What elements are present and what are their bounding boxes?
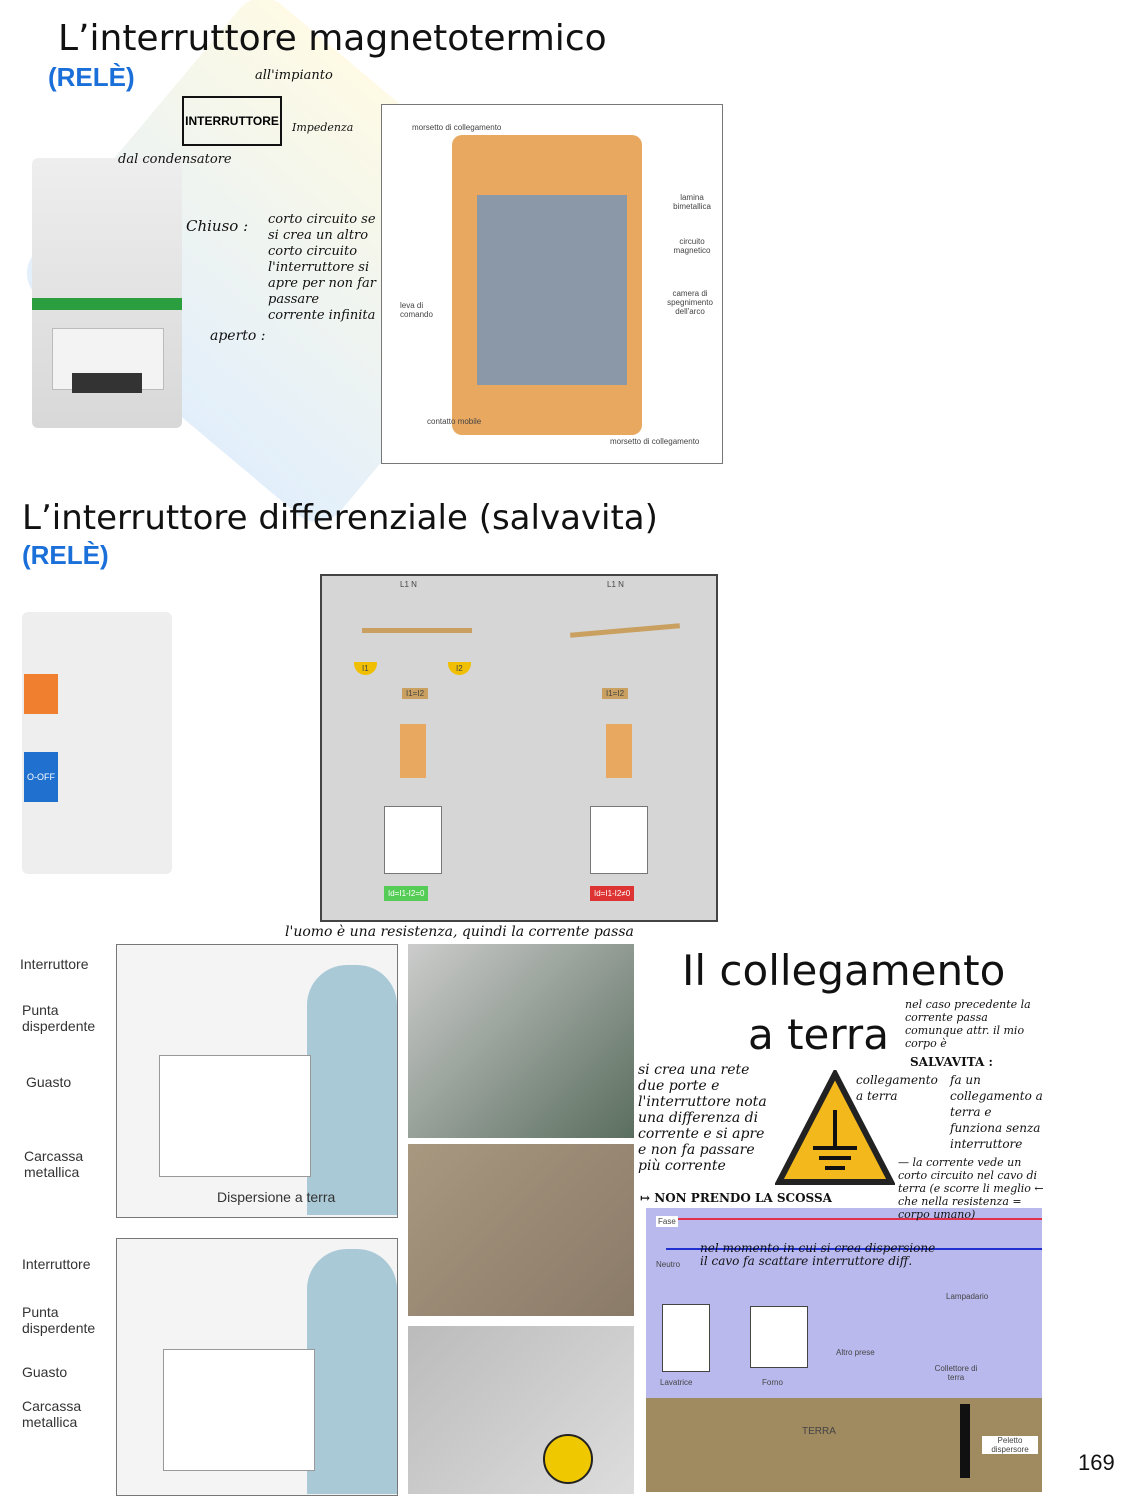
- page-number: 169: [1078, 1450, 1115, 1475]
- fault-figure-a: Dispersione a terra: [116, 944, 398, 1218]
- wiring-label: Fase: [656, 1216, 678, 1227]
- label: Punta disperdente: [22, 1002, 96, 1034]
- wiring-label: Neutro: [656, 1260, 681, 1269]
- section1-title: L’interruttore magnetotermico: [58, 18, 607, 59]
- wiring-label: Lavatrice: [660, 1378, 693, 1387]
- note-bottom: nel momento in cui si crea dispersione i…: [700, 1241, 936, 1268]
- wiring-label: TERRA: [802, 1426, 836, 1437]
- label: Guasto: [26, 1074, 72, 1090]
- rcd-toggle: O-OFF: [24, 752, 58, 802]
- label: Interruttore: [22, 1256, 91, 1272]
- diagram-label: morsetto di collegamento: [610, 437, 700, 446]
- diagram-label: lamina bimetallica: [673, 193, 711, 211]
- diagram-label: camera di spegnimento dell'arco: [667, 289, 713, 316]
- line-labels: L1 N: [607, 580, 624, 589]
- diagram-label: contatto mobile: [427, 417, 482, 426]
- sketch-chiuso-text: corto circuito se si crea un altro corto…: [268, 212, 376, 323]
- diagram-label: morsetto di collegamento: [412, 123, 502, 132]
- note-right-2: SALVAVITA :: [910, 1055, 993, 1069]
- balance-eq: I1=I2: [602, 688, 629, 699]
- section1-note: (RELÈ): [48, 62, 135, 92]
- sketch-chiuso: Chiuso :: [186, 217, 249, 235]
- wiring-label: Forno: [762, 1378, 783, 1387]
- label: Carcassa metallica: [22, 1398, 82, 1430]
- note-left-2: ↦ NON PRENDO LA SCOSSA: [640, 1191, 832, 1205]
- section2-title: L’interruttore differenziale (salvavita): [22, 498, 658, 538]
- earthing-title-2: a terra: [748, 1010, 889, 1059]
- earthing-title-1: Il collegamento: [682, 946, 1006, 995]
- earth-warning-sign-icon: [775, 1070, 895, 1185]
- ground-photo-3: [408, 1326, 634, 1494]
- diagram-label: circuito magnetico: [673, 237, 711, 255]
- cutaway-diagram: morsetto di collegamento lamina bimetall…: [381, 104, 723, 464]
- label: Interruttore: [20, 956, 89, 972]
- fault-figure-b: [116, 1238, 398, 1496]
- status-ok: Id=I1-I2=0: [384, 886, 429, 901]
- i2-pan: I2: [448, 662, 471, 675]
- sketch-aperto: aperto :: [210, 328, 266, 344]
- note-right-5: — la corrente vede un corto circuito nel…: [898, 1156, 1044, 1221]
- note-left: si crea una rete due porte e l'interrutt…: [638, 1062, 767, 1174]
- line-labels: L1 N: [400, 580, 417, 589]
- sketch-interruttore-box: INTERRUTTORE: [182, 96, 282, 146]
- wiring-diagram: Fase Neutro Lampadario Altro prese Lavat…: [646, 1208, 1042, 1492]
- wiring-label: Collettore di terra: [934, 1364, 978, 1382]
- ground-photo-2: [408, 1144, 634, 1316]
- diagram-label: leva di comando: [400, 301, 433, 319]
- section2-note: (RELÈ): [22, 540, 109, 570]
- label: Punta disperdente: [22, 1304, 96, 1336]
- human-resistance-note: l'uomo è una resistenza, quindi la corre…: [285, 924, 634, 940]
- label: Guasto: [22, 1364, 68, 1380]
- breaker-photo: [32, 158, 182, 428]
- label: Carcassa metallica: [24, 1148, 84, 1180]
- status-fault: Id=I1-I2≠0: [590, 886, 635, 901]
- sketch-impedenza: Impedenza: [292, 121, 354, 134]
- wiring-label: Lampadario: [946, 1292, 989, 1301]
- rcd-photo: O-OFF: [22, 612, 172, 874]
- sketch-condensatore: dal condensatore: [118, 152, 232, 167]
- figure-caption: Dispersione a terra: [217, 1189, 336, 1205]
- note-right-4: fa un collegamento a terra e funziona se…: [950, 1073, 1043, 1151]
- differential-diagram: L1 N L1 N I1 I2 I1=I2 I1=I2 Id=I1-I2=0 I…: [320, 574, 718, 922]
- wiring-label: Peletto dispersore: [982, 1436, 1038, 1454]
- wiring-label: Altro prese: [836, 1348, 875, 1357]
- i1-pan: I1: [354, 662, 377, 675]
- note-right-3: collegamento a terra: [856, 1073, 938, 1103]
- balance-eq: I1=I2: [402, 688, 429, 699]
- ground-photo-1: [408, 944, 634, 1138]
- note-right-1: nel caso precedente la corrente passa co…: [905, 998, 1031, 1050]
- sketch-impianto: all'impianto: [255, 68, 333, 83]
